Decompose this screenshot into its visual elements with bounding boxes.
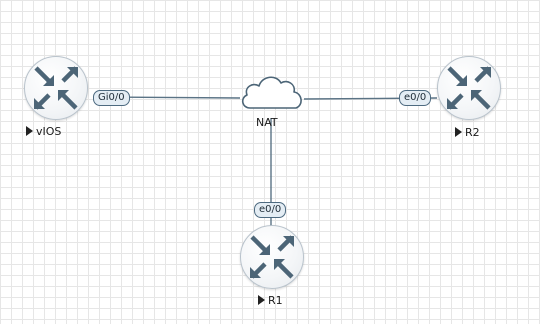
interface-label-vios-gi0-0: Gi0/0 bbox=[93, 90, 130, 106]
router-icon bbox=[447, 66, 491, 110]
cloud-icon[interactable] bbox=[238, 68, 306, 114]
play-icon bbox=[455, 127, 462, 137]
play-icon bbox=[26, 126, 33, 136]
node-label-r1[interactable]: R1 bbox=[258, 294, 283, 307]
router-icon bbox=[34, 66, 78, 110]
node-label-r2[interactable]: R2 bbox=[455, 126, 480, 139]
router-icon bbox=[250, 235, 294, 279]
node-label-vios[interactable]: vIOS bbox=[26, 125, 61, 138]
node-label-nat[interactable]: NAT bbox=[256, 116, 278, 129]
interface-label-r1-e0-0: e0/0 bbox=[254, 202, 287, 218]
router-r1[interactable] bbox=[240, 225, 304, 289]
interface-label-r2-e0-0: e0/0 bbox=[399, 90, 432, 106]
play-icon bbox=[258, 295, 265, 305]
router-vios[interactable] bbox=[24, 56, 88, 120]
router-r2[interactable] bbox=[437, 56, 501, 120]
